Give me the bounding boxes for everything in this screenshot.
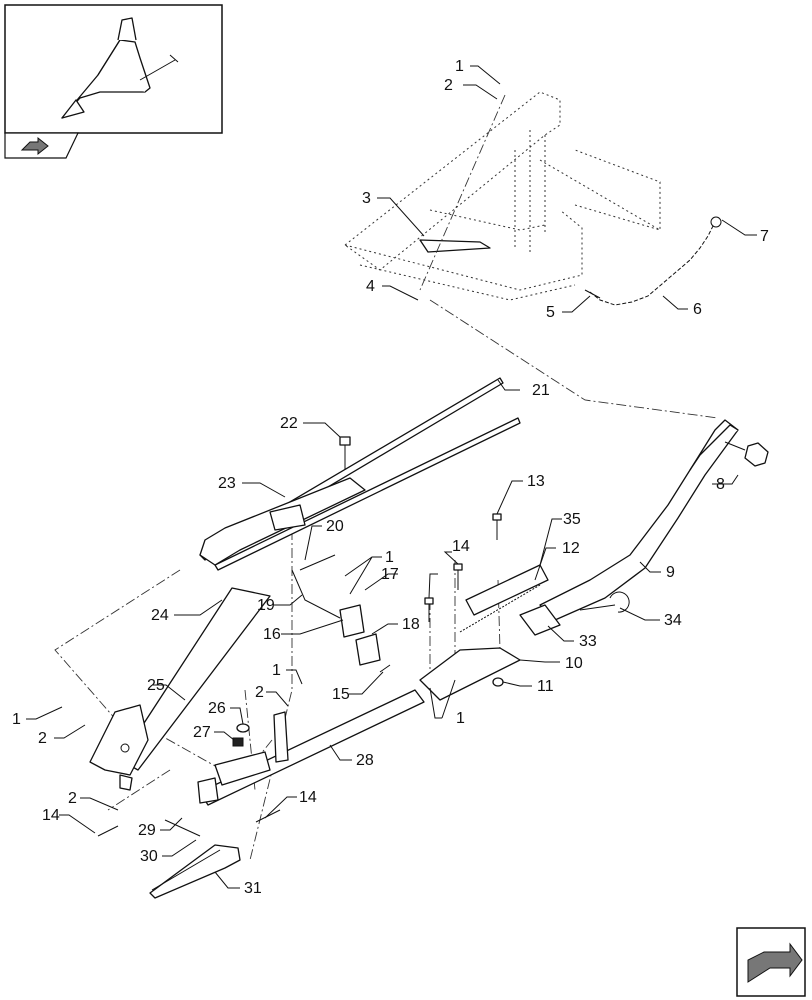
chain <box>584 216 722 306</box>
callout-1: 1 <box>385 549 394 566</box>
callout-1: 1 <box>455 58 464 75</box>
callout-27: 27 <box>193 724 211 741</box>
callout-10: 10 <box>565 655 583 672</box>
callout-8: 8 <box>716 476 725 493</box>
pin <box>579 591 630 613</box>
callout-9: 9 <box>666 564 675 581</box>
clamps <box>291 554 381 666</box>
callout-35: 35 <box>563 511 581 528</box>
washers <box>232 664 391 747</box>
nut-11 <box>492 677 504 687</box>
callout-19: 19 <box>257 597 275 614</box>
callout-30: 30 <box>140 848 158 865</box>
nut <box>724 441 769 467</box>
callout-26: 26 <box>208 700 226 717</box>
callout-24: 24 <box>151 607 169 624</box>
next-page-button[interactable] <box>736 927 806 997</box>
callout-labels: 1 2 3 4 5 6 7 8 9 10 11 12 13 14 14 14 1… <box>12 58 769 897</box>
callout-16: 16 <box>263 626 281 643</box>
main-tube <box>197 689 425 806</box>
callout-1: 1 <box>12 711 21 728</box>
lever-cone <box>119 587 271 771</box>
bracket-10 <box>419 647 521 701</box>
callout-34: 34 <box>664 612 682 629</box>
bracket-25 <box>89 704 149 791</box>
callout-31: 31 <box>244 880 262 897</box>
leader-lines <box>26 65 757 889</box>
cylinder <box>465 564 549 616</box>
callout-22: 22 <box>280 415 298 432</box>
callout-1: 1 <box>456 710 465 727</box>
callout-2: 2 <box>255 684 264 701</box>
callout-4: 4 <box>366 278 375 295</box>
callout-18: 18 <box>402 616 420 633</box>
knife-section <box>149 844 241 899</box>
bolts-lower <box>97 809 281 837</box>
callout-15: 15 <box>332 686 350 703</box>
callout-17: 17 <box>381 566 399 583</box>
callout-14: 14 <box>299 789 317 806</box>
callout-14: 14 <box>42 807 60 824</box>
callout-2: 2 <box>68 790 77 807</box>
callout-2: 2 <box>38 730 47 747</box>
callout-1: 1 <box>272 662 281 679</box>
callout-23: 23 <box>218 475 236 492</box>
arm <box>539 419 739 621</box>
callout-14: 14 <box>452 538 470 555</box>
callout-25: 25 <box>147 677 165 694</box>
callout-33: 33 <box>579 633 597 650</box>
callout-12: 12 <box>562 540 580 557</box>
callout-11: 11 <box>537 678 554 695</box>
spring <box>459 584 541 633</box>
callout-6: 6 <box>693 301 702 318</box>
callout-2: 2 <box>444 77 453 94</box>
callout-21: 21 <box>532 382 550 399</box>
callout-13: 13 <box>527 473 545 490</box>
callout-5: 5 <box>546 304 555 321</box>
return-tab[interactable] <box>4 132 79 159</box>
callout-29: 29 <box>138 822 156 839</box>
callout-28: 28 <box>356 752 374 769</box>
inset-thumbnail[interactable] <box>4 4 223 134</box>
return-arrow-icon <box>20 136 49 156</box>
callout-7: 7 <box>760 228 769 245</box>
header-phantom <box>344 91 661 301</box>
callout-20: 20 <box>326 518 344 535</box>
guard <box>199 477 366 566</box>
callout-3: 3 <box>362 190 371 207</box>
next-arrow-icon <box>747 942 803 983</box>
bolt <box>339 436 351 470</box>
